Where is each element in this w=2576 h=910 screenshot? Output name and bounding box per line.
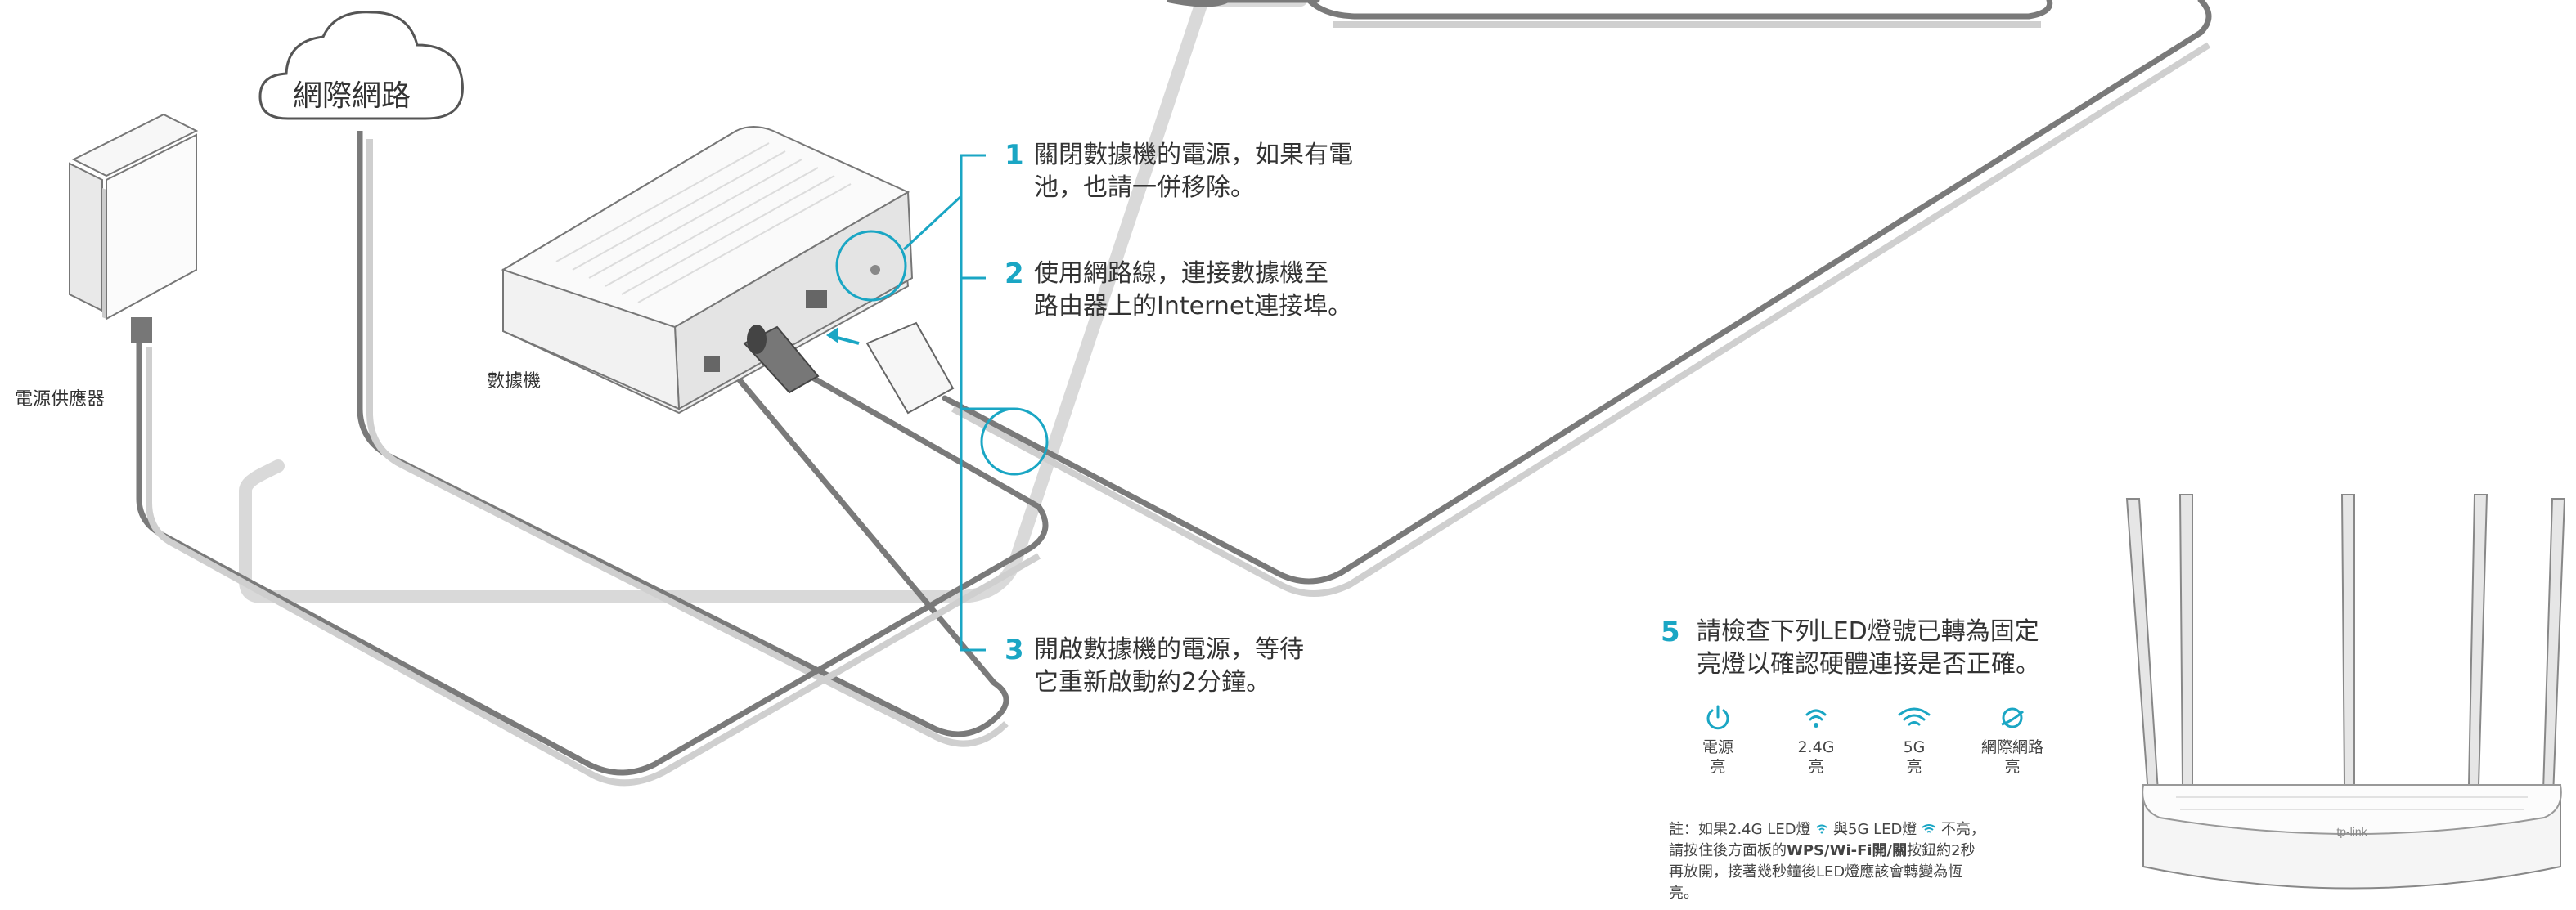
network-cable (942, 0, 2212, 585)
step-number: 2 (1005, 258, 1024, 290)
step-bracket (960, 154, 986, 652)
step-number: 5 (1661, 616, 1680, 648)
power-icon (1706, 705, 1729, 730)
led-item-5g: 5G 亮 (1865, 703, 1963, 777)
led-name: 5G (1903, 738, 1926, 756)
note-segment: 亮。 (1669, 885, 1698, 902)
led-item-internet: 網際網路 亮 (1963, 703, 2061, 777)
step-number: 1 (1005, 139, 1024, 172)
note-segment: 再放開，接著幾秒鐘後LED燈應該會轉變為恆 (1669, 863, 1963, 881)
step-text: 關閉數據機的電源，如果有電 (1034, 141, 1353, 169)
step-text: 亮燈以確認硬體連接是否正確。 (1697, 650, 2040, 679)
power-adapter-label: 電源供應器 (15, 389, 106, 410)
internet-icon (2001, 707, 2025, 728)
step-5: 5 請檢查下列LED燈號已轉為固定 亮燈以確認硬體連接是否正確。 (1661, 616, 2106, 681)
led-item-power: 電源 亮 (1669, 703, 1767, 777)
step-text: 它重新啟動約2分鐘。 (1034, 668, 1271, 697)
top-cable (1306, 0, 2053, 20)
router-icon: tp-link (2125, 494, 2566, 890)
power-adapter-icon (69, 113, 199, 343)
note-segment: 註：如果2.4G LED燈 (1669, 821, 1811, 838)
note-text: 註：如果2.4G LED燈 與5G LED燈 不亮， 請按住後方面板的WPS/W… (1669, 819, 2078, 904)
note-bold: WPS/Wi-Fi開/關 (1787, 842, 1908, 859)
step-2: 2 使用網路線，連接數據機至 路由器上的Internet連接埠。 (1005, 258, 1352, 323)
wifi-5g-small-icon (1922, 824, 1936, 833)
note-segment: 請按住後方面板的 (1669, 842, 1787, 859)
router-brand: tp-link (2336, 825, 2367, 838)
note-segment: 按鈕約2秒 (1907, 842, 1976, 859)
led-item-2g: 2.4G 亮 (1767, 703, 1865, 777)
step-text: 使用網路線，連接數據機至 (1034, 259, 1328, 288)
ethernet-plug-icon (826, 321, 955, 415)
step-number: 3 (1005, 634, 1024, 666)
cloud-icon (258, 11, 464, 120)
led-name: 網際網路 (1980, 738, 2043, 756)
led-name: 電源 (1702, 738, 1733, 756)
cable-shadow (239, 0, 1307, 603)
step-text: 池，也請一併移除。 (1034, 173, 1255, 202)
led-state: 亮 (1808, 758, 1824, 776)
step-text: 開啟數據機的電源，等待 (1034, 635, 1304, 664)
led-state: 亮 (1906, 758, 1922, 776)
led-state: 亮 (2004, 758, 2021, 776)
step-1: 1 關閉數據機的電源，如果有電 池，也請一併移除。 (1005, 139, 1353, 204)
internet-cloud-label: 網際網路 (293, 79, 411, 113)
wifi-2g-icon (1805, 709, 1827, 728)
step-text: 路由器上的Internet連接埠。 (1034, 292, 1353, 321)
wifi-2g-small-icon (1816, 824, 1827, 834)
modem-label: 數據機 (487, 371, 542, 392)
note-segment: 不亮， (1940, 821, 1985, 838)
note-segment: 與5G LED燈 (1833, 821, 1917, 838)
port-highlight-circle (835, 230, 907, 302)
network-cable-2 (1167, 0, 1320, 7)
step-text: 請檢查下列LED燈號已轉為固定 (1697, 617, 2039, 646)
step-3: 3 開啟數據機的電源，等待 它重新啟動約2分鐘。 (1005, 634, 1304, 699)
internet-cable (357, 131, 1009, 737)
power-plug-icon (743, 325, 820, 394)
modem-icon (501, 126, 914, 415)
led-state: 亮 (1710, 758, 1726, 776)
power-cable (136, 343, 1049, 776)
wifi-5g-icon (1898, 707, 1931, 726)
led-list: 電源 亮 2.4G 亮 5G 亮 網際網路 亮 (1669, 703, 2061, 777)
led-name: 2.4G (1797, 738, 1835, 756)
